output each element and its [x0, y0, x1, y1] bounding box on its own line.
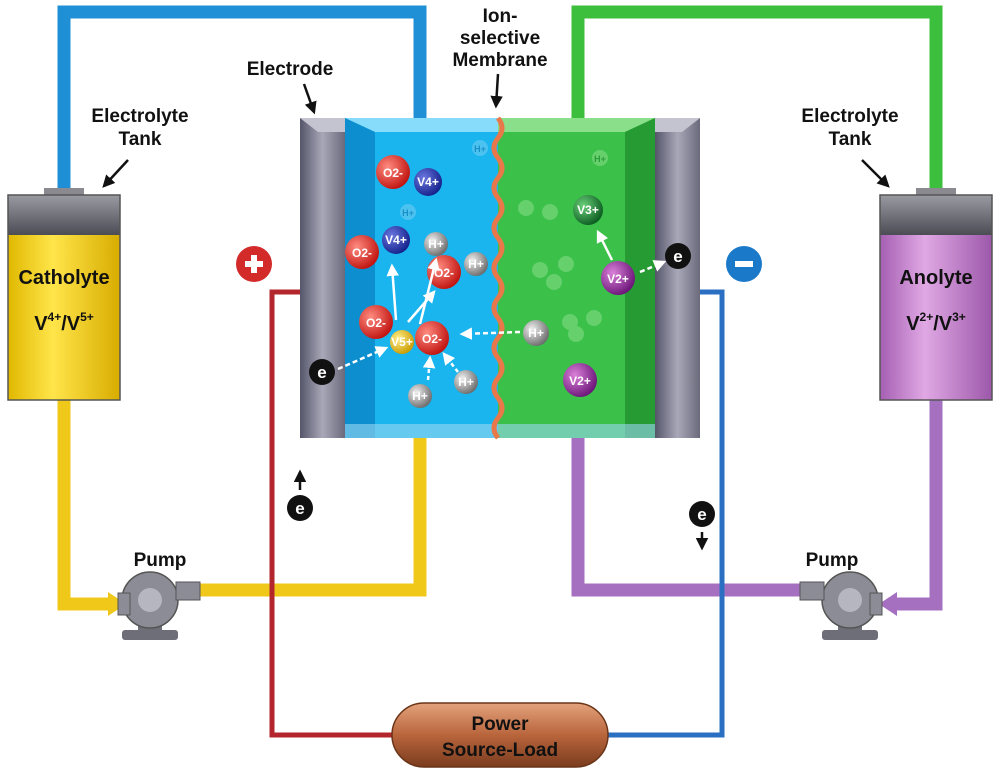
svg-text:H+: H+ [428, 237, 444, 251]
left-tank-label-line2: Tank [119, 129, 162, 150]
ion-v2-1: V2+ [601, 261, 635, 295]
svg-text:H+: H+ [458, 375, 474, 389]
electron-wire-left: e [287, 469, 313, 521]
catholyte-formula: V4+/V5+ [34, 310, 94, 335]
negative-wire [600, 289, 725, 738]
electron-right-cell: e [665, 243, 691, 269]
positive-electrode [300, 118, 345, 438]
ion-h-5: H+ [523, 320, 549, 346]
svg-text:O2-: O2- [383, 166, 403, 180]
ion-h-1: H+ [424, 232, 448, 256]
svg-text:e: e [295, 499, 304, 518]
ion-h-2: H+ [464, 252, 488, 276]
positive-terminal-sign [236, 246, 272, 282]
ion-selective-membrane [491, 116, 505, 440]
svg-text:e: e [673, 247, 682, 266]
faint-protons: H+ H+ H+ [400, 140, 608, 342]
catholyte-tank: Catholyte V4+/V5+ [7, 188, 121, 401]
ion-v3: V3+ [573, 195, 603, 225]
anolyte-formula: V2+/V3+ [906, 310, 966, 335]
svg-text:e: e [697, 505, 706, 524]
anolyte-tank: Anolyte V2+/V3+ [879, 188, 993, 401]
svg-text:e: e [317, 363, 326, 382]
svg-text:H+: H+ [594, 154, 606, 164]
left-pump-label: Pump [134, 550, 187, 571]
svg-text:H+: H+ [412, 389, 428, 403]
svg-text:V4+: V4+ [385, 233, 407, 247]
right-tank-label-line2: Tank [829, 129, 872, 150]
right-pump-label: Pump [806, 550, 859, 571]
svg-text:O2-: O2- [366, 316, 386, 330]
right-pump [799, 571, 883, 640]
left-pump [117, 571, 201, 640]
ion-h-4: H+ [454, 370, 478, 394]
svg-text:O2-: O2- [422, 332, 442, 346]
membrane-label-line3: Membrane [452, 50, 547, 71]
ion-v4-1: V4+ [414, 168, 442, 196]
ion-v5: V5+ [390, 330, 414, 354]
electrode-label: Electrode [247, 59, 334, 80]
svg-text:H+: H+ [528, 326, 544, 340]
reaction-arrows-left [386, 257, 521, 381]
svg-text:V4+: V4+ [417, 175, 439, 189]
membrane-label-line2: selective [460, 28, 540, 49]
positive-wire [269, 289, 400, 738]
power-label-line1: Power [471, 714, 529, 735]
svg-text:O2-: O2- [434, 266, 454, 280]
power-source-load: Power Source-Load [391, 702, 609, 768]
electron-left-cell: e [309, 359, 335, 385]
svg-text:V2+: V2+ [607, 272, 629, 286]
electrochemical-cell [300, 116, 700, 440]
svg-text:V3+: V3+ [577, 203, 599, 217]
anolyte-name: Anolyte [899, 267, 972, 289]
right-tank-label-line1: Electrolyte [801, 106, 898, 127]
ion-v2-2: V2+ [563, 363, 597, 397]
ion-o2-4: O2- [359, 305, 393, 339]
membrane-label-line1: Ion- [483, 6, 518, 27]
svg-text:V5+: V5+ [391, 335, 413, 349]
svg-text:H+: H+ [468, 257, 484, 271]
ion-v4-2: V4+ [382, 226, 410, 254]
negative-electrode [655, 118, 700, 438]
ion-o2-1: O2- [376, 155, 410, 189]
oxidation-arrow [596, 229, 614, 261]
ion-o2-5: O2- [415, 321, 449, 355]
left-tank-label-line1: Electrolyte [91, 106, 188, 127]
svg-text:H+: H+ [402, 208, 414, 218]
ion-h-3: H+ [408, 384, 432, 408]
svg-text:V2+: V2+ [569, 374, 591, 388]
svg-text:O2-: O2- [352, 246, 372, 260]
catholyte-name: Catholyte [18, 267, 109, 289]
power-label-line2: Source-Load [442, 740, 558, 761]
electron-wire-right: e [689, 501, 715, 551]
negative-terminal-sign [726, 246, 762, 282]
svg-text:H+: H+ [474, 144, 486, 154]
ion-o2-2: O2- [345, 235, 379, 269]
